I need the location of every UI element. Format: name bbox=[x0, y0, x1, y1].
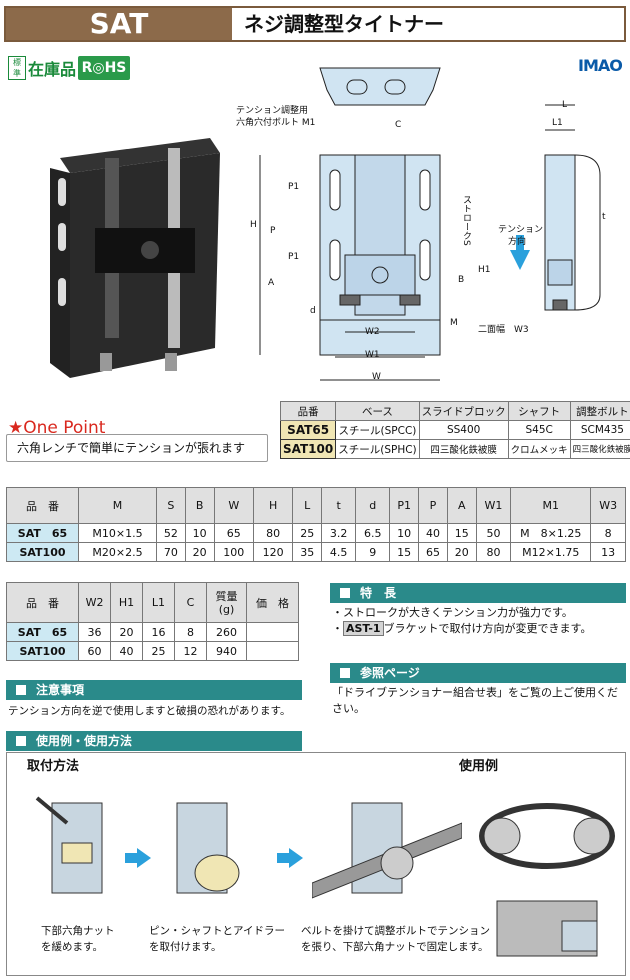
dim-p: P bbox=[270, 226, 276, 236]
step2-illustration bbox=[176, 802, 240, 894]
step2-text-2: を取付けます。 bbox=[149, 941, 222, 953]
standard-badge: 標準 bbox=[8, 56, 26, 80]
step3-illustration bbox=[312, 802, 462, 899]
caution-text: テンション方向を逆で使用しますと破損の恐れがあります。 bbox=[8, 705, 291, 717]
product-code: SAT bbox=[6, 8, 232, 40]
material-table: 品番 ベース スライドブロック シャフト 調整ボルト SAT65 スチール(SP… bbox=[279, 401, 630, 459]
features-title: 特 長 bbox=[330, 583, 626, 603]
product-photo bbox=[50, 138, 220, 378]
rohs-badge: R◎HS bbox=[78, 56, 130, 80]
dim-p1-bottom: P1 bbox=[288, 252, 300, 262]
mat-header: シャフト bbox=[507, 401, 571, 421]
mat-header: スライドブロック bbox=[418, 401, 509, 421]
stock-badge: 在庫品 bbox=[28, 60, 77, 79]
onepoint-text: 六角レンチで簡単にテンションが張れます bbox=[6, 434, 268, 462]
step3-text-2: を張り、下部六角ナットで固定します。 bbox=[301, 941, 489, 953]
table-row: SAT100 60 40 25 12 940 bbox=[6, 641, 299, 661]
m1-label-1: テンション調整用 bbox=[236, 106, 309, 116]
dim-m: M bbox=[450, 318, 458, 328]
dim-c: C bbox=[395, 120, 402, 130]
usage-panel: 取付方法 使用例 下部六角ナット を緩めます。 ピン・シャフトとアイドラー を取… bbox=[6, 752, 626, 976]
example-heading: 使用例 bbox=[459, 759, 499, 774]
dim-d: d bbox=[310, 306, 316, 316]
step1-text-1: 下部六角ナット bbox=[41, 925, 115, 937]
dim-l1: L1 bbox=[552, 118, 563, 128]
tension-label-2: 方向 bbox=[508, 237, 527, 247]
page-header: SAT ネジ調整型タイトナー bbox=[4, 6, 626, 42]
mat-header: 品番 bbox=[279, 401, 337, 421]
step2-text-1: ピン・シャフトとアイドラー bbox=[149, 925, 285, 937]
dim-stroke-s: ストロークS bbox=[461, 195, 471, 246]
dim-b: B bbox=[458, 275, 465, 285]
features-line-1: ・ストロークが大きくテンション力が強力です。 bbox=[332, 606, 573, 619]
usage-title: 使用例・使用方法 bbox=[6, 731, 302, 751]
step3-text-1: ベルトを掛けて調整ボルトでテンション bbox=[301, 925, 490, 937]
dim-p1-top: P1 bbox=[288, 182, 300, 192]
dim-w2: W2 bbox=[365, 327, 380, 337]
ref-text: 「ドライブテンショナー組合せ表」をご覧の上ご使用ください。 bbox=[332, 686, 618, 715]
product-name: ネジ調整型タイトナー bbox=[232, 8, 624, 40]
install-heading: 取付方法 bbox=[27, 759, 80, 774]
dim-l: L bbox=[562, 100, 568, 110]
table-row: SAT100 スチール(SPHC) 四三酸化鉄被膜 クロムメッキ 四三酸化鉄被膜 bbox=[279, 439, 630, 459]
dim-w3: 二面幅 W3 bbox=[478, 325, 529, 335]
dim-h1: H1 bbox=[478, 265, 491, 275]
table-row: SAT 65 36 20 16 8 260 bbox=[6, 622, 299, 642]
tension-label-1: テンション bbox=[498, 225, 544, 235]
mat-header: 調整ボルト bbox=[569, 401, 630, 421]
spec-table: 品 番 M S B W H L t d P1 P A W1 M1 W3 SAT … bbox=[6, 487, 626, 562]
dim-a: A bbox=[268, 278, 275, 288]
dim-h: H bbox=[250, 220, 257, 230]
onepoint-title: ★One Point bbox=[8, 418, 106, 438]
dim-w1: W1 bbox=[365, 350, 380, 360]
dim-t: t bbox=[602, 212, 606, 222]
ast-1-link[interactable]: AST-1 bbox=[343, 621, 384, 636]
step-arrow-2 bbox=[277, 848, 303, 868]
table-row: SAT100 M20×2.5 70 20 100 120 35 4.5 9 15… bbox=[6, 542, 626, 562]
dim-w: W bbox=[372, 372, 381, 382]
table-row: SAT 65 M10×1.5 52 10 65 80 25 3.2 6.5 10… bbox=[6, 523, 626, 543]
caution-title: 注意事項 bbox=[6, 680, 302, 700]
step1-text-2: を緩めます。 bbox=[41, 941, 103, 953]
table-row: SAT65 スチール(SPCC) SS400 S45C SCM435 bbox=[279, 420, 630, 440]
step-arrow-1 bbox=[125, 848, 151, 868]
brand-logo: IMAO bbox=[578, 56, 623, 75]
mat-header: ベース bbox=[335, 401, 420, 421]
step1-illustration bbox=[35, 796, 103, 894]
m1-label-2: 六角穴付ボルト M1 bbox=[236, 118, 316, 128]
ref-title: 参照ページ bbox=[330, 663, 626, 683]
example-illustration bbox=[479, 803, 615, 957]
spec-table-2: 品 番 W2 H1 L1 C 質量(g) 価 格 SAT 65 36 20 16… bbox=[6, 582, 299, 661]
technical-drawing bbox=[259, 67, 601, 381]
